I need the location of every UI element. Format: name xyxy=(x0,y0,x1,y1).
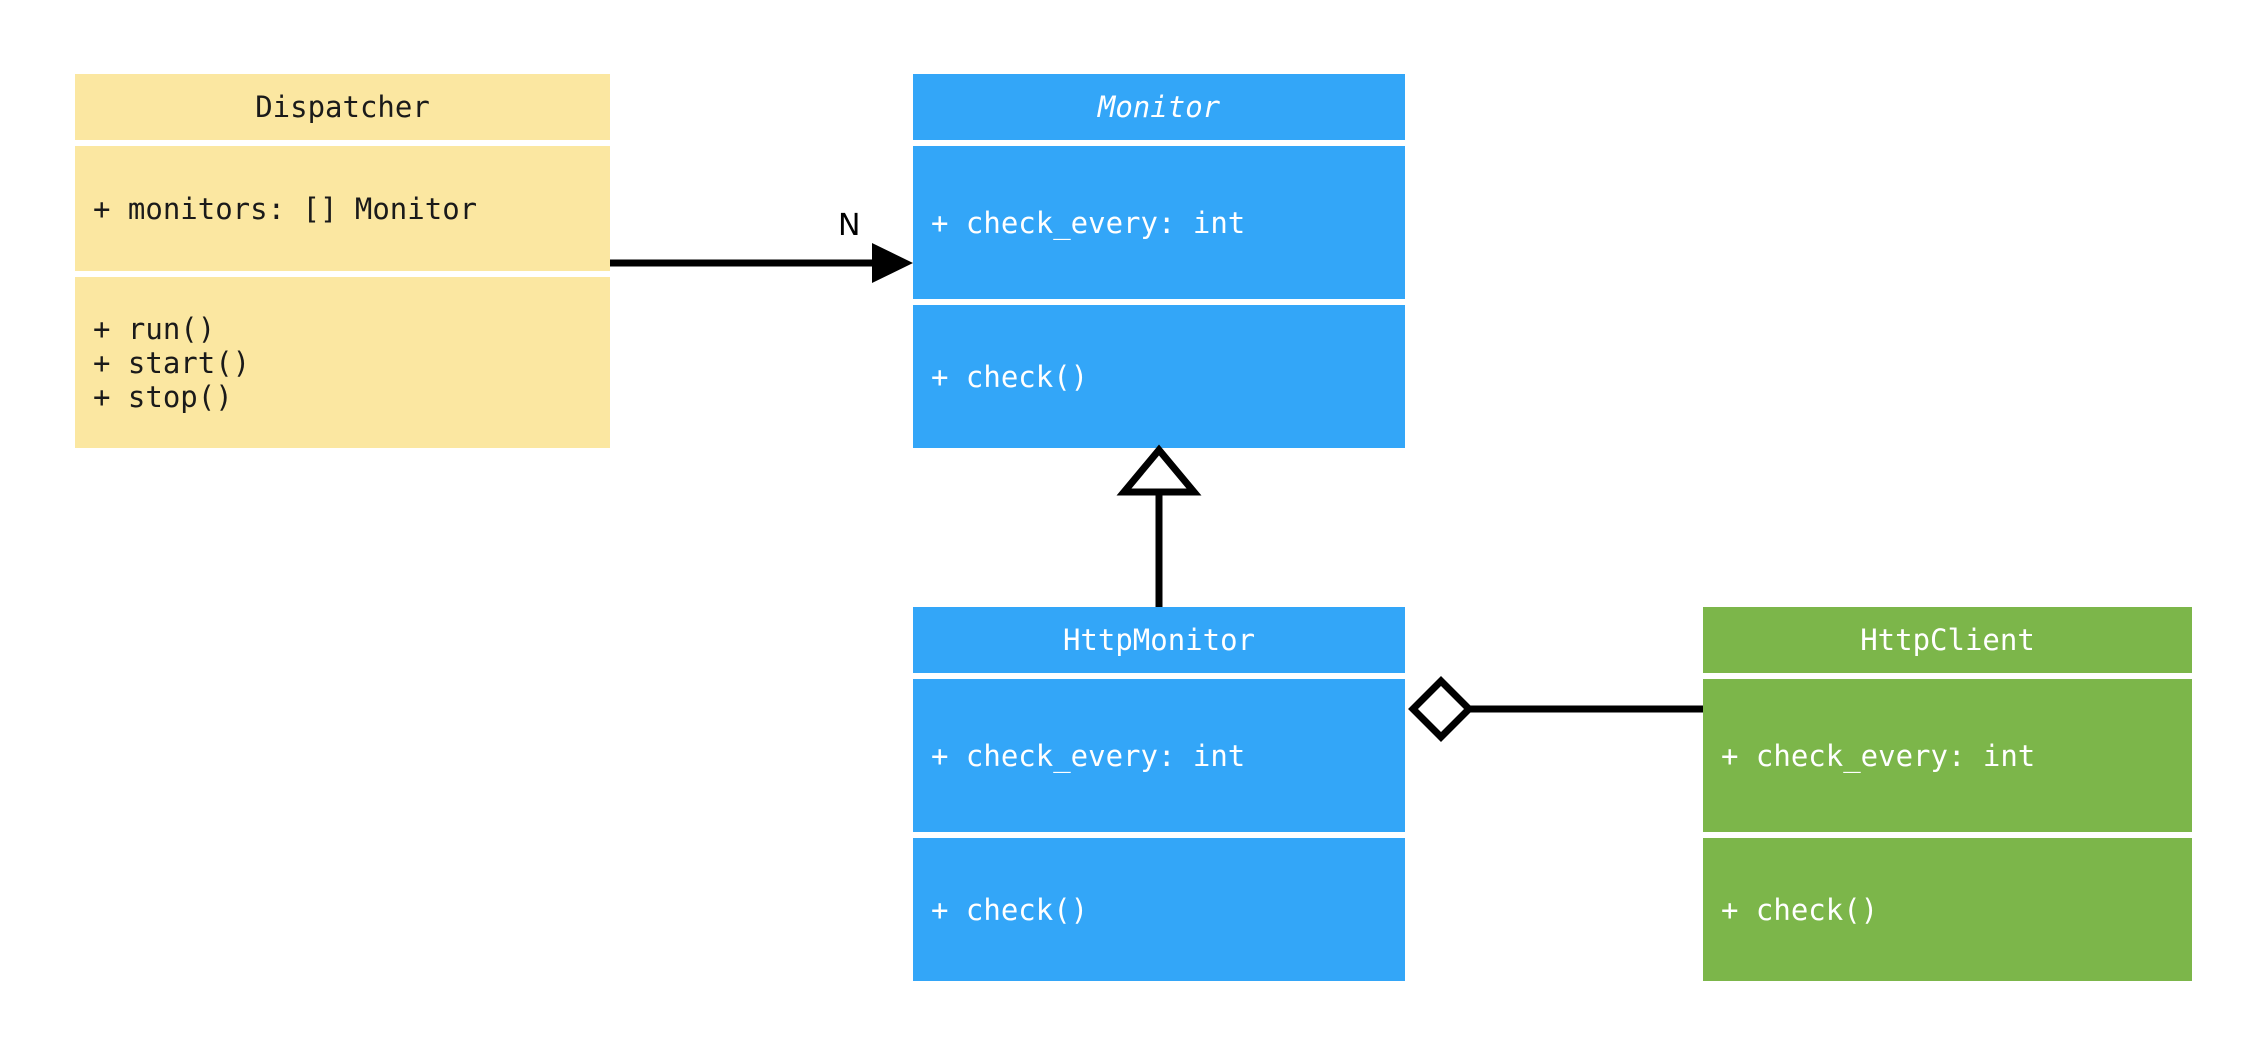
filled-triangle-arrowhead-icon xyxy=(872,243,913,283)
attribute-row: + check_every: int xyxy=(931,738,1246,773)
class-header-monitor: Monitor xyxy=(913,74,1405,140)
attribute-row: + check_every: int xyxy=(931,205,1246,240)
class-methods-httpclient: + check() xyxy=(1703,838,2192,981)
compartment-divider xyxy=(75,271,610,277)
attribute-row: + monitors: [] Monitor xyxy=(93,191,478,226)
edge-label-multiplicity-n: N xyxy=(838,208,861,243)
class-box-monitor[interactable]: Monitor + check_every: int + check() xyxy=(913,74,1405,448)
class-methods-httpmonitor: + check() xyxy=(913,838,1405,981)
class-header-httpclient: HttpClient xyxy=(1703,607,2192,673)
attribute-row: + check_every: int xyxy=(1721,738,2036,773)
compartment-divider xyxy=(913,299,1405,305)
class-box-httpclient[interactable]: HttpClient + check_every: int + check() xyxy=(1703,607,2192,981)
method-row: + check() xyxy=(931,359,1089,394)
class-name-monitor: Monitor xyxy=(1097,90,1221,124)
hollow-triangle-arrowhead-icon xyxy=(1116,444,1202,496)
method-row: + check() xyxy=(931,892,1089,927)
class-methods-dispatcher: + run() + start() + stop() xyxy=(75,277,610,448)
class-name-httpmonitor: HttpMonitor xyxy=(1062,623,1256,657)
method-row: + start() xyxy=(93,345,251,380)
method-row: + check() xyxy=(1721,892,1879,927)
edge-dispatcher-to-monitor xyxy=(610,243,913,283)
compartment-divider xyxy=(75,140,610,146)
compartment-divider xyxy=(913,673,1405,679)
method-row: + stop() xyxy=(93,379,233,414)
class-box-dispatcher[interactable]: Dispatcher + monitors: [] Monitor + run(… xyxy=(75,74,610,448)
class-name-dispatcher: Dispatcher xyxy=(255,90,430,124)
hollow-diamond-aggregation-icon xyxy=(1408,676,1474,742)
class-attributes-dispatcher: + monitors: [] Monitor xyxy=(75,146,610,271)
edge-httpmonitor-to-monitor xyxy=(1116,444,1202,607)
class-box-httpmonitor[interactable]: HttpMonitor + check_every: int + check() xyxy=(913,607,1405,981)
class-attributes-httpclient: + check_every: int xyxy=(1703,679,2192,832)
class-attributes-httpmonitor: + check_every: int xyxy=(913,679,1405,832)
class-name-httpclient: HttpClient xyxy=(1860,623,2035,657)
class-header-httpmonitor: HttpMonitor xyxy=(913,607,1405,673)
edge-httpmonitor-to-httpclient xyxy=(1408,676,1703,742)
compartment-divider xyxy=(913,140,1405,146)
class-header-dispatcher: Dispatcher xyxy=(75,74,610,140)
method-row: + run() xyxy=(93,311,216,346)
class-methods-monitor: + check() xyxy=(913,305,1405,448)
class-attributes-monitor: + check_every: int xyxy=(913,146,1405,299)
compartment-divider xyxy=(1703,832,2192,838)
compartment-divider xyxy=(1703,673,2192,679)
compartment-divider xyxy=(913,832,1405,838)
